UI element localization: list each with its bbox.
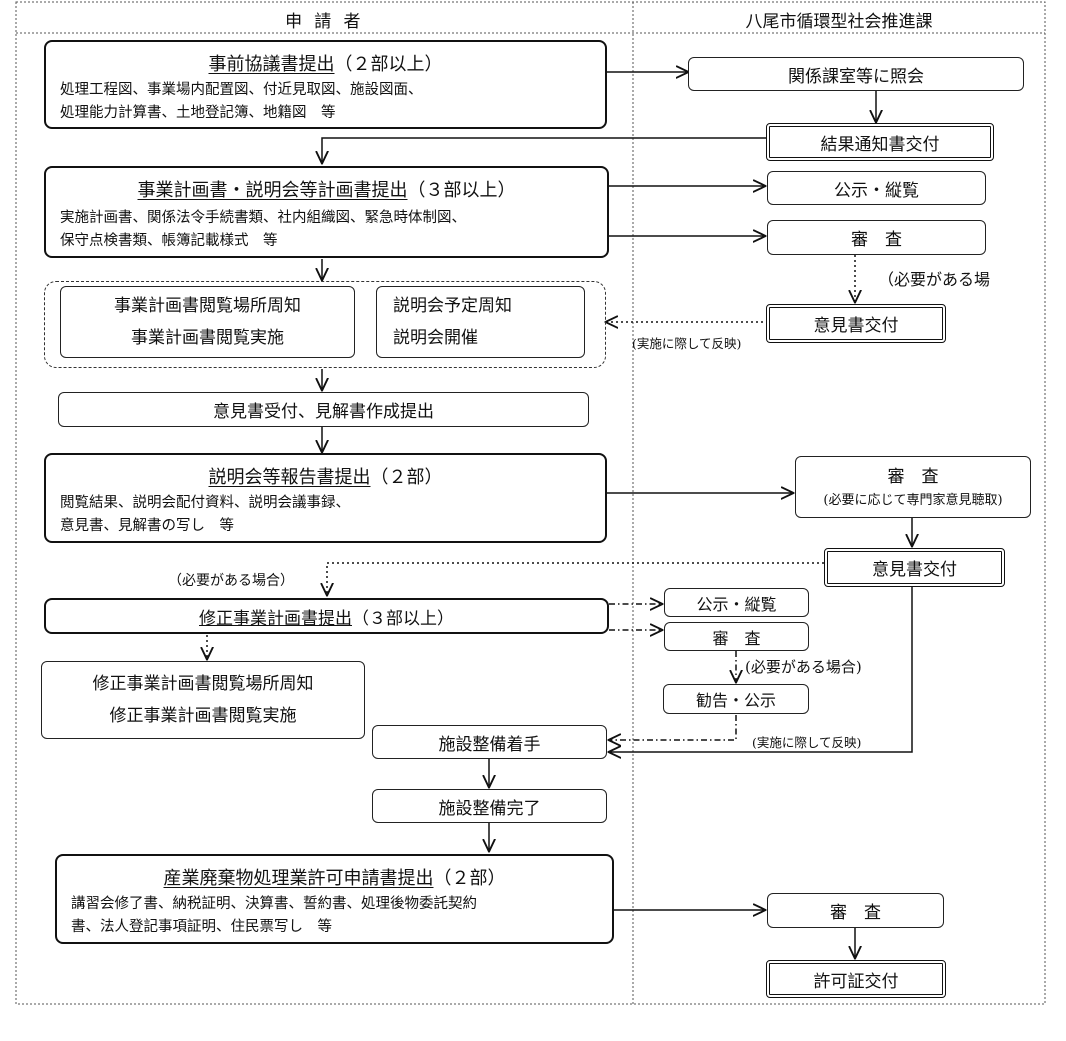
note-if-needed-1: （必要がある場 bbox=[878, 270, 991, 289]
note-reflect-2: (実施に際して反映) bbox=[752, 735, 862, 750]
review-1-box: 審 査 bbox=[767, 220, 986, 255]
opinion-issue-2-label: 意見書交付 bbox=[872, 560, 957, 580]
prior-consult-title-text: 事前協議書提出 bbox=[208, 54, 335, 75]
review-3-label: 審 査 bbox=[712, 628, 761, 648]
revised-plan-title: 修正事業計画書提出（３部以上） bbox=[199, 604, 454, 629]
inquiry-box: 関係課室等に照会 bbox=[688, 57, 1024, 91]
opinion-receive-label: 意見書受付、見解書作成提出 bbox=[213, 402, 434, 422]
briefing-line2: 説明会開催 bbox=[393, 328, 478, 348]
plan-viewing-box: 事業計画書閲覧場所周知 事業計画書閲覧実施 bbox=[60, 286, 355, 358]
prior-consult-line2: 処理能力計算書、土地登記簿、地籍図 等 bbox=[60, 105, 336, 121]
plan-viewing-line1: 事業計画書閲覧場所周知 bbox=[114, 296, 301, 316]
review-4-box: 審 査 bbox=[767, 893, 944, 928]
review-2-note: (必要に応じて専門家意見聴取) bbox=[823, 493, 1003, 508]
construction-start-label: 施設整備着手 bbox=[438, 734, 541, 755]
public-view-1-box: 公示・縦覧 bbox=[767, 171, 986, 205]
report-submit-title-text: 説明会等報告書提出 bbox=[208, 467, 371, 488]
recommend-box: 勧告・公示 bbox=[663, 684, 809, 714]
plan-viewing-line2: 事業計画書閲覧実施 bbox=[131, 328, 284, 348]
opinion-issue-1-box: 意見書交付 bbox=[766, 304, 946, 343]
opinion-issue-2-box: 意見書交付 bbox=[824, 548, 1005, 587]
permit-apply-title: 産業廃棄物処理業許可申請書提出（２部） bbox=[57, 864, 612, 890]
plan-submit-box: 事業計画書・説明会等計画書提出（３部以上） 実施計画書、関係法令手続書類、社内組… bbox=[44, 166, 609, 258]
report-submit-title: 説明会等報告書提出（２部） bbox=[46, 463, 605, 489]
plan-submit-suffix: （３部以上） bbox=[407, 180, 516, 201]
review-4-label: 審 査 bbox=[830, 903, 881, 923]
revised-plan-suffix: （３部以上） bbox=[352, 608, 454, 629]
permit-apply-line2: 書、法人登記事項証明、住民票写し 等 bbox=[71, 919, 332, 935]
review-2-label: 審 査 bbox=[887, 467, 939, 487]
public-view-1-label: 公示・縦覧 bbox=[834, 180, 919, 201]
permit-apply-box: 産業廃棄物処理業許可申請書提出（２部） 講習会修了書、納税証明、決算書、誓約書、… bbox=[55, 854, 614, 944]
header-city-section: 八尾市循環型社会推進課 bbox=[745, 12, 933, 32]
opinion-issue-1-label: 意見書交付 bbox=[813, 316, 899, 336]
plan-submit-line1: 実施計画書、関係法令手続書類、社内組織図、緊急時体制図、 bbox=[60, 210, 466, 226]
note-if-needed-2: （必要がある場合） bbox=[168, 573, 294, 589]
prior-consult-suffix: （２部以上） bbox=[334, 54, 443, 75]
report-submit-line2: 意見書、見解書の写し 等 bbox=[60, 518, 234, 534]
review-1-label: 審 査 bbox=[851, 230, 902, 250]
review-2-box: 審 査 (必要に応じて専門家意見聴取) bbox=[795, 456, 1031, 518]
report-submit-suffix: （２部） bbox=[370, 467, 443, 488]
plan-submit-line2: 保守点検書類、帳簿記載様式 等 bbox=[60, 233, 278, 249]
construction-done-box: 施設整備完了 bbox=[372, 789, 607, 823]
prior-consult-line1: 処理工程図、事業場内配置図、付近見取図、施設図面、 bbox=[60, 82, 423, 98]
inquiry-label: 関係課室等に照会 bbox=[788, 66, 924, 87]
arrow-opinion2-to-revised bbox=[327, 562, 824, 595]
plan-submit-title-text: 事業計画書・説明会等計画書提出 bbox=[137, 180, 408, 201]
report-submit-line1: 閲覧結果、説明会配付資料、説明会議事録、 bbox=[60, 495, 350, 511]
outer-frame bbox=[15, 1, 1046, 1005]
revised-viewing-line2: 修正事業計画書閲覧実施 bbox=[109, 706, 297, 726]
briefing-line1: 説明会予定周知 bbox=[393, 296, 512, 316]
revised-plan-box: 修正事業計画書提出（３部以上） bbox=[44, 598, 609, 634]
viewing-briefing-group bbox=[44, 281, 606, 368]
prior-consult-box: 事前協議書提出（２部以上） 処理工程図、事業場内配置図、付近見取図、施設図面、 … bbox=[44, 40, 607, 129]
arrow-recommend-to-start bbox=[609, 715, 737, 740]
construction-start-box: 施設整備着手 bbox=[372, 725, 607, 759]
public-view-2-label: 公示・縦覧 bbox=[696, 594, 777, 614]
revised-viewing-box: 修正事業計画書閲覧場所周知 修正事業計画書閲覧実施 bbox=[41, 661, 365, 739]
revised-plan-title-text: 修正事業計画書提出 bbox=[199, 608, 352, 629]
plan-submit-title: 事業計画書・説明会等計画書提出（３部以上） bbox=[46, 176, 607, 202]
opinion-receive-box: 意見書受付、見解書作成提出 bbox=[58, 392, 589, 427]
permit-apply-title-text: 産業廃棄物処理業許可申請書提出 bbox=[163, 868, 434, 889]
permit-issue-label: 許可証交付 bbox=[813, 971, 899, 992]
result-notice-label: 結果通知書交付 bbox=[820, 134, 940, 155]
construction-done-label: 施設整備完了 bbox=[438, 798, 541, 819]
permit-apply-suffix: （２部） bbox=[433, 868, 506, 889]
review-3-box: 審 査 bbox=[664, 622, 809, 651]
arrow-result-to-plan bbox=[322, 137, 768, 163]
header-applicant: 申 請 者 bbox=[285, 12, 364, 32]
public-view-2-box: 公示・縦覧 bbox=[664, 588, 809, 617]
revised-viewing-line1: 修正事業計画書閲覧場所周知 bbox=[92, 674, 314, 694]
recommend-label: 勧告・公示 bbox=[695, 691, 776, 710]
result-notice-box: 結果通知書交付 bbox=[766, 123, 994, 161]
permit-issue-box: 許可証交付 bbox=[766, 960, 946, 998]
briefing-box: 説明会予定周知 説明会開催 bbox=[376, 286, 585, 358]
prior-consult-title: 事前協議書提出（２部以上） bbox=[46, 50, 605, 76]
note-reflect-1: (実施に際して反映) bbox=[632, 336, 742, 351]
note-if-needed-3: (必要がある場合) bbox=[745, 658, 862, 676]
permit-apply-line1: 講習会修了書、納税証明、決算書、誓約書、処理後物委託契約 bbox=[71, 896, 477, 912]
arrow-opinion2-to-start bbox=[609, 587, 913, 752]
report-submit-box: 説明会等報告書提出（２部） 閲覧結果、説明会配付資料、説明会議事録、 意見書、見… bbox=[44, 453, 607, 543]
